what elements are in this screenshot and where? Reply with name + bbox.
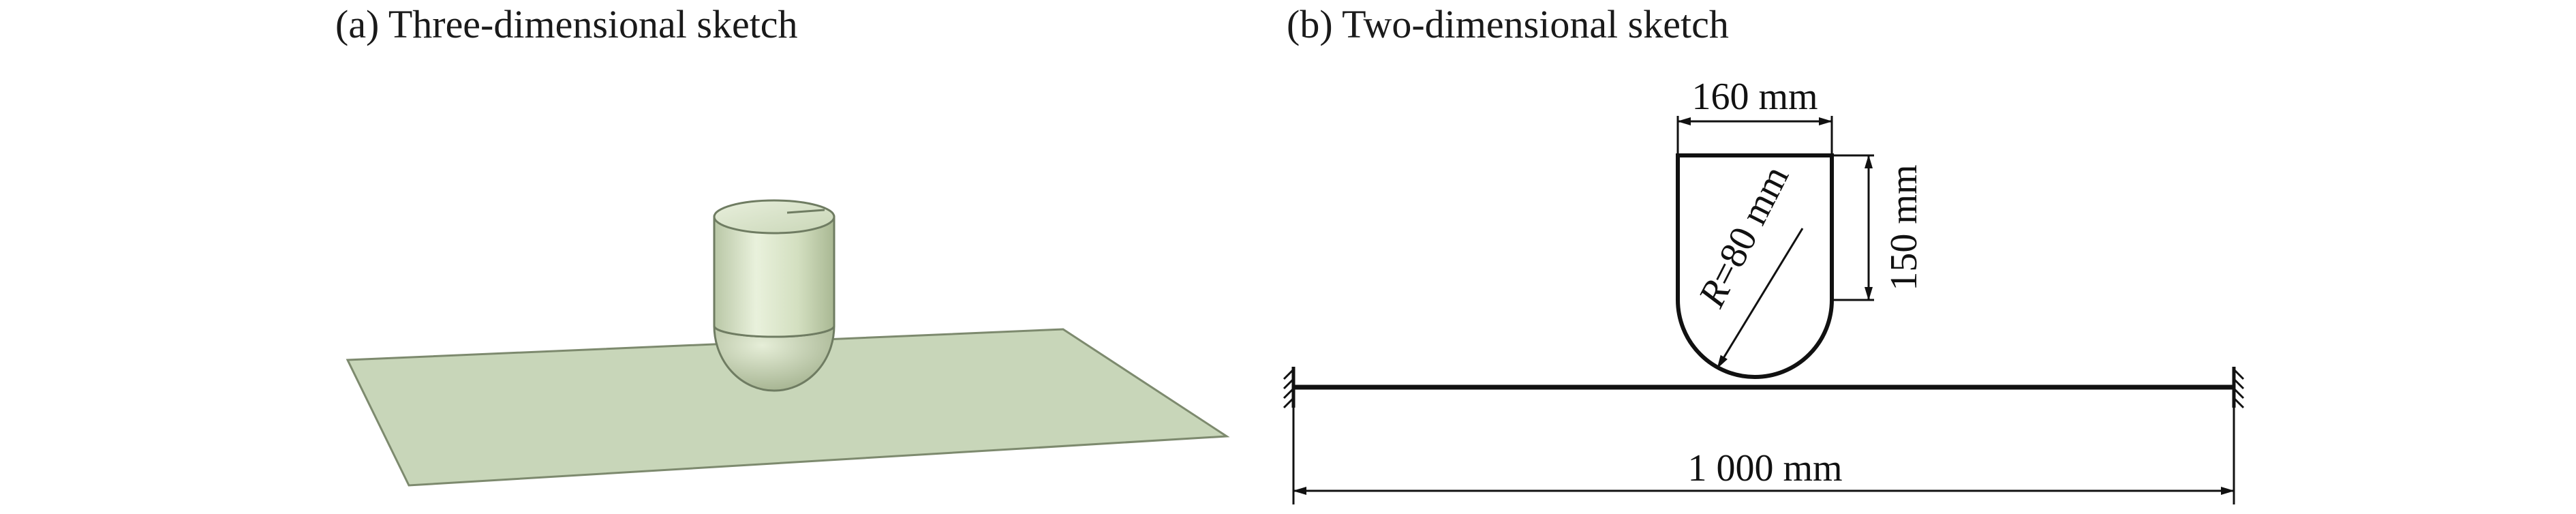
width-label: 160 mm bbox=[1691, 76, 1818, 118]
height-label: 150 mm bbox=[1883, 164, 1925, 290]
cylinder-top bbox=[713, 199, 835, 235]
span-label: 1 000 mm bbox=[1687, 447, 1842, 489]
two-dimensional-sketch: 160 mm 150 mm R=80 mm 1 000 mm bbox=[1283, 76, 2245, 504]
left-support bbox=[1283, 367, 1295, 409]
top-mark bbox=[786, 209, 825, 214]
impactor-outline bbox=[1676, 153, 1834, 379]
three-dimensional-sketch bbox=[346, 199, 1230, 487]
panel-b-title: (b) Two-dimensional sketch bbox=[1287, 2, 1729, 46]
panel-a-title: (a) Three-dimensional sketch bbox=[335, 2, 798, 46]
radius-arrow bbox=[1716, 228, 1804, 369]
cylinder-body bbox=[713, 215, 835, 338]
radius-value: =80 mm bbox=[1701, 159, 1797, 292]
right-support bbox=[2232, 367, 2245, 409]
hemisphere-cap bbox=[713, 324, 835, 392]
radius-label: R=80 mm bbox=[1690, 159, 1797, 314]
